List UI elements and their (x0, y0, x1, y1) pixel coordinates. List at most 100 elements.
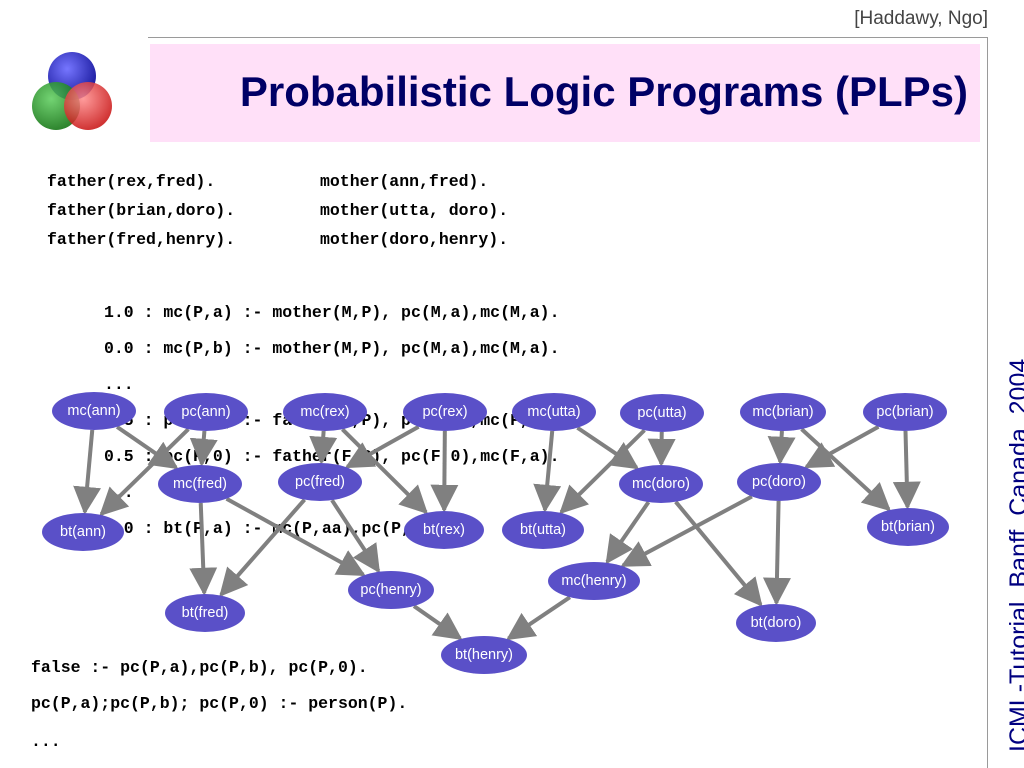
node-ellipse (404, 511, 484, 549)
node-ellipse (737, 463, 821, 501)
constraint-1: false :- pc(P,a),pc(P,b), pc(P,0). (31, 658, 368, 677)
node-bt_brian: bt(brian) (867, 508, 949, 546)
edge-mc_fred-to-pc_henry (225, 496, 366, 577)
node-bt_utta: bt(utta) (502, 511, 584, 549)
constraint-ellipsis: ... (31, 732, 61, 751)
node-mc_henry: mc(henry) (548, 562, 640, 600)
node-label: mc(rex) (300, 404, 349, 420)
node-pc_fred: pc(fred) (278, 463, 362, 501)
node-ellipse (512, 393, 596, 431)
node-label: bt(doro) (751, 615, 802, 631)
edge-mc_brian-to-pc_doro (767, 430, 796, 465)
edge-pc_rex-to-pc_fred (344, 425, 420, 469)
node-pc_utta: pc(utta) (620, 394, 704, 432)
edge-pc_doro-to-bt_doro (762, 500, 791, 606)
node-pc_henry: pc(henry) (348, 571, 434, 609)
node-mc_ann: mc(ann) (52, 392, 136, 430)
frame-line-right (987, 37, 988, 768)
node-ellipse (867, 508, 949, 546)
node-label: pc(fred) (295, 474, 345, 490)
edge-mc_brian-to-bt_brian (800, 427, 891, 512)
edge-mc_utta-to-bt_utta (533, 430, 562, 513)
node-ellipse (736, 604, 816, 642)
node-label: bt(fred) (182, 605, 229, 621)
edge-mc_doro-to-bt_doro (674, 500, 763, 607)
node-ellipse (403, 393, 487, 431)
fact-father-1: father(rex,fred). (47, 172, 216, 191)
node-bt_fred: bt(fred) (165, 594, 245, 632)
edge-mc_rex-to-bt_rex (341, 427, 428, 515)
fact-mother-1: mother(ann,fred). (320, 172, 489, 191)
node-label: bt(utta) (520, 522, 566, 538)
node-bt_henry: bt(henry) (441, 636, 527, 674)
fact-father-2: father(brian,doro). (47, 201, 236, 220)
node-pc_rex: pc(rex) (403, 393, 487, 431)
node-mc_doro: mc(doro) (619, 465, 703, 503)
fact-mother-2: mother(utta, doro). (320, 201, 509, 220)
node-label: bt(brian) (881, 519, 935, 535)
node-label: bt(rex) (423, 522, 465, 538)
rule-2: 0.0 : mc(P,b) :- mother(M,P), pc(M,a),mc… (104, 339, 560, 358)
node-ellipse (283, 393, 367, 431)
node-label: mc(brian) (752, 404, 813, 420)
node-label: pc(ann) (181, 404, 230, 420)
rule-ellipsis-1: ... (104, 375, 134, 394)
edge-pc_fred-to-bt_fred (219, 498, 307, 597)
node-label: pc(henry) (360, 582, 421, 598)
node-ellipse (620, 394, 704, 432)
fact-mother-3: mother(doro,henry). (320, 230, 509, 249)
node-label: bt(ann) (60, 524, 106, 540)
node-ellipse (52, 392, 136, 430)
node-ellipse (441, 636, 527, 674)
node-label: pc(doro) (752, 474, 806, 490)
node-ellipse (165, 594, 245, 632)
node-label: pc(brian) (876, 404, 933, 420)
node-label: pc(rex) (422, 404, 467, 420)
node-mc_utta: mc(utta) (512, 393, 596, 431)
edge-pc_brian-to-pc_doro (803, 424, 880, 469)
edge-pc_ann-to-mc_fred (189, 430, 218, 467)
node-ellipse (158, 465, 242, 503)
edge-mc_ann-to-mc_fred (115, 425, 179, 470)
edge-mc_utta-to-mc_doro (576, 426, 640, 470)
page-title: Probabilistic Logic Programs (PLPs) (239, 68, 968, 115)
edge-pc_rex-to-bt_rex (430, 430, 459, 513)
frame-line-top (148, 37, 988, 38)
node-ellipse (740, 393, 826, 431)
node-ellipse (164, 393, 248, 431)
node-pc_brian: pc(brian) (863, 393, 947, 431)
node-ellipse (42, 513, 124, 551)
node-label: bt(henry) (455, 647, 513, 663)
edge-mc_rex-to-pc_fred (309, 430, 338, 465)
citation: [Haddawy, Ngo] (854, 8, 988, 29)
rule-1: 1.0 : mc(P,a) :- mother(M,P), pc(M,a),mc… (104, 303, 560, 322)
constraint-2: pc(P,a);pc(P,b); pc(P,0) :- person(P). (31, 694, 408, 713)
node-ellipse (863, 393, 947, 431)
node-pc_doro: pc(doro) (737, 463, 821, 501)
node-bt_rex: bt(rex) (404, 511, 484, 549)
edge-pc_doro-to-mc_henry (620, 494, 753, 568)
node-mc_fred: mc(fred) (158, 465, 242, 503)
node-mc_rex: mc(rex) (283, 393, 367, 431)
node-mc_brian: mc(brian) (740, 393, 826, 431)
edge-mc_doro-to-mc_henry (605, 500, 651, 565)
logo-circles-icon (32, 52, 112, 130)
node-label: mc(henry) (561, 573, 626, 589)
node-label: pc(utta) (637, 405, 686, 421)
edge-mc_fred-to-bt_fred (189, 502, 218, 596)
node-ellipse (502, 511, 584, 549)
node-label: mc(ann) (67, 403, 120, 419)
node-label: mc(utta) (527, 404, 580, 420)
fact-father-3: father(fred,henry). (47, 230, 236, 249)
edge-mc_henry-to-bt_henry (506, 595, 572, 641)
edge-mc_ann-to-bt_ann (73, 429, 102, 515)
node-ellipse (619, 465, 703, 503)
node-ellipse (348, 571, 434, 609)
node-bt_doro: bt(doro) (736, 604, 816, 642)
title-banner: Probabilistic Logic Programs (PLPs) (150, 44, 980, 142)
node-ellipse (548, 562, 640, 600)
node-label: mc(doro) (632, 476, 690, 492)
edge-pc_henry-to-bt_henry (412, 604, 463, 641)
node-bt_ann: bt(ann) (42, 513, 124, 551)
